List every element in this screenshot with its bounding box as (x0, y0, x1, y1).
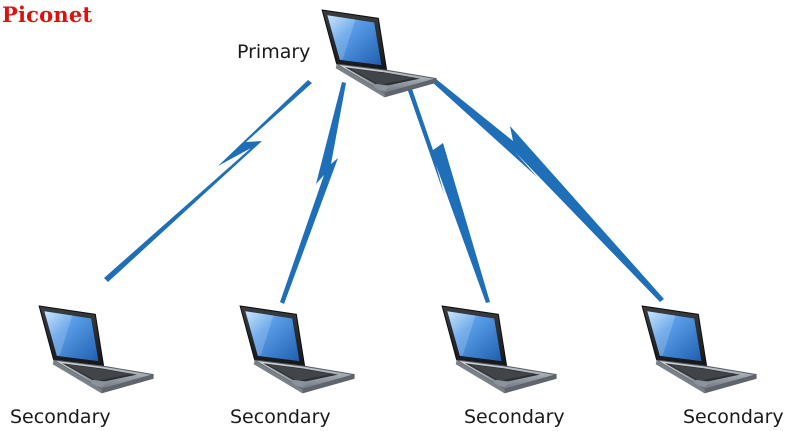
wireless-link-1 (104, 80, 312, 282)
secondary-laptop-icon-4 (641, 305, 758, 394)
secondary-laptop-icon-2 (239, 305, 356, 394)
wireless-links (104, 79, 664, 304)
wireless-link-3 (407, 86, 490, 303)
secondary-laptop-icon-1 (38, 305, 155, 394)
primary-label: Primary (237, 41, 311, 63)
wireless-link-4 (432, 79, 664, 302)
secondary-label-1: Secondary (10, 406, 111, 428)
secondary-label-4: Secondary (683, 406, 784, 428)
secondary-laptop-icon-3 (441, 305, 558, 394)
secondary-label-3: Secondary (464, 406, 565, 428)
primary-laptop-icon (321, 9, 438, 98)
secondary-label-2: Secondary (230, 406, 331, 428)
diagram-title: Piconet (2, 2, 93, 27)
wireless-link-2 (280, 82, 346, 304)
